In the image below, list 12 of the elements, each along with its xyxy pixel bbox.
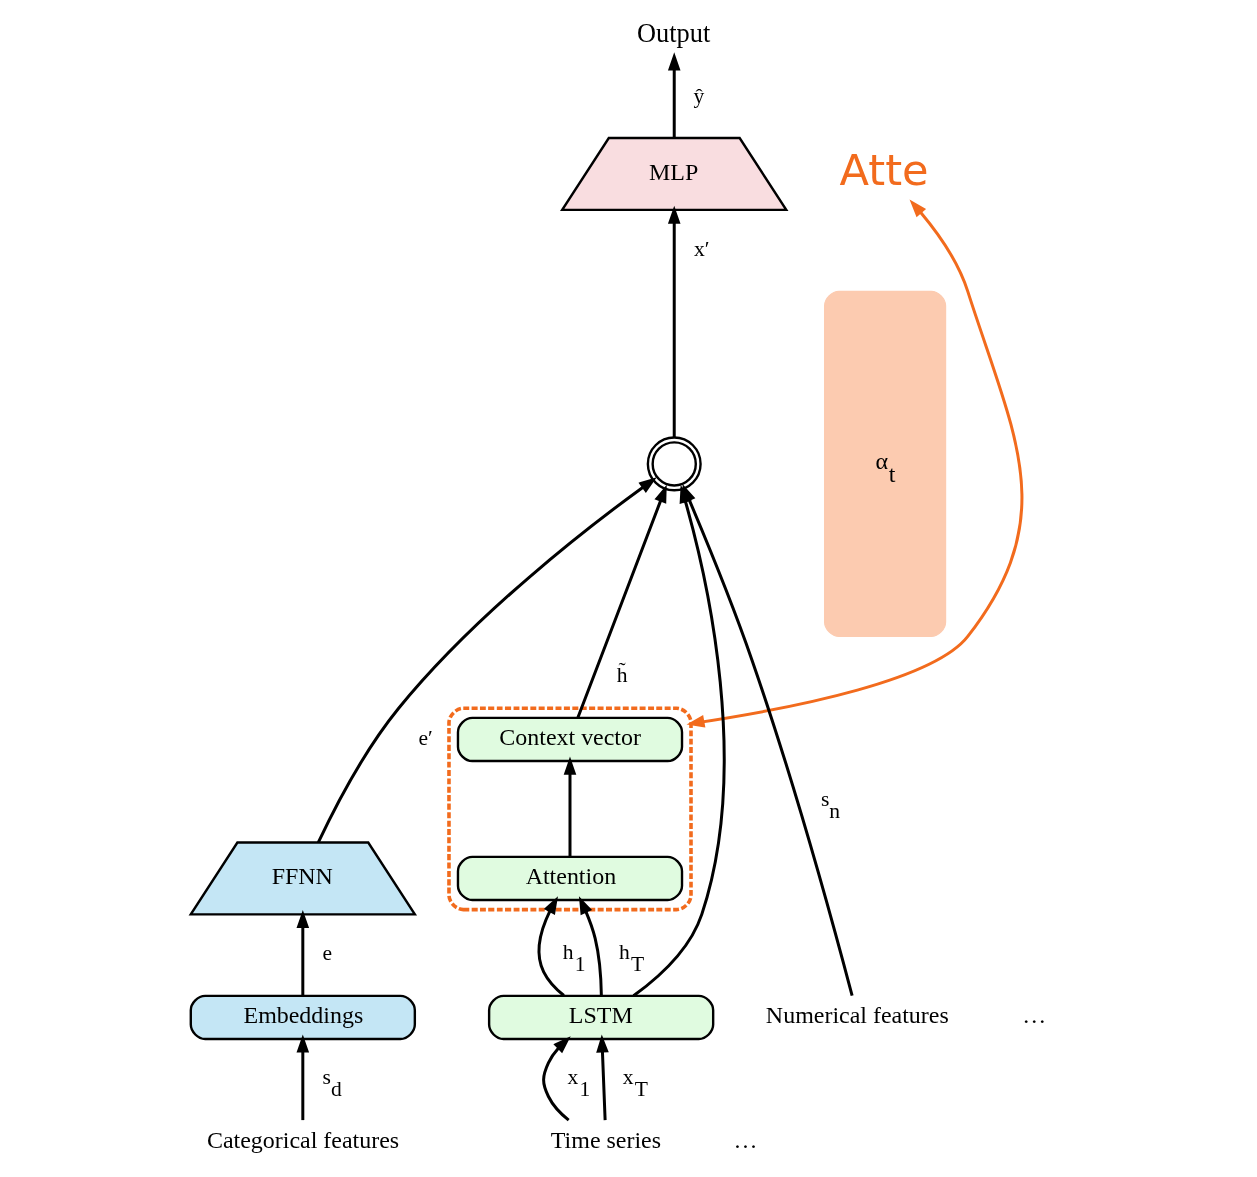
node-text: Atte [839,144,929,195]
node-text: Output [636,18,710,48]
label: … [1021,1002,1046,1029]
node-text: Time series [550,1127,661,1154]
node-text: Categorical features [206,1127,399,1154]
edge-label: h̃ [616,663,627,688]
edge-label: e [322,941,332,966]
label: … [733,1127,757,1154]
node-text: Numerical features [765,1002,949,1029]
edge-label: ŷ [692,83,704,108]
edge-label: e′ [417,725,433,750]
edge-label: x′ [693,236,709,261]
